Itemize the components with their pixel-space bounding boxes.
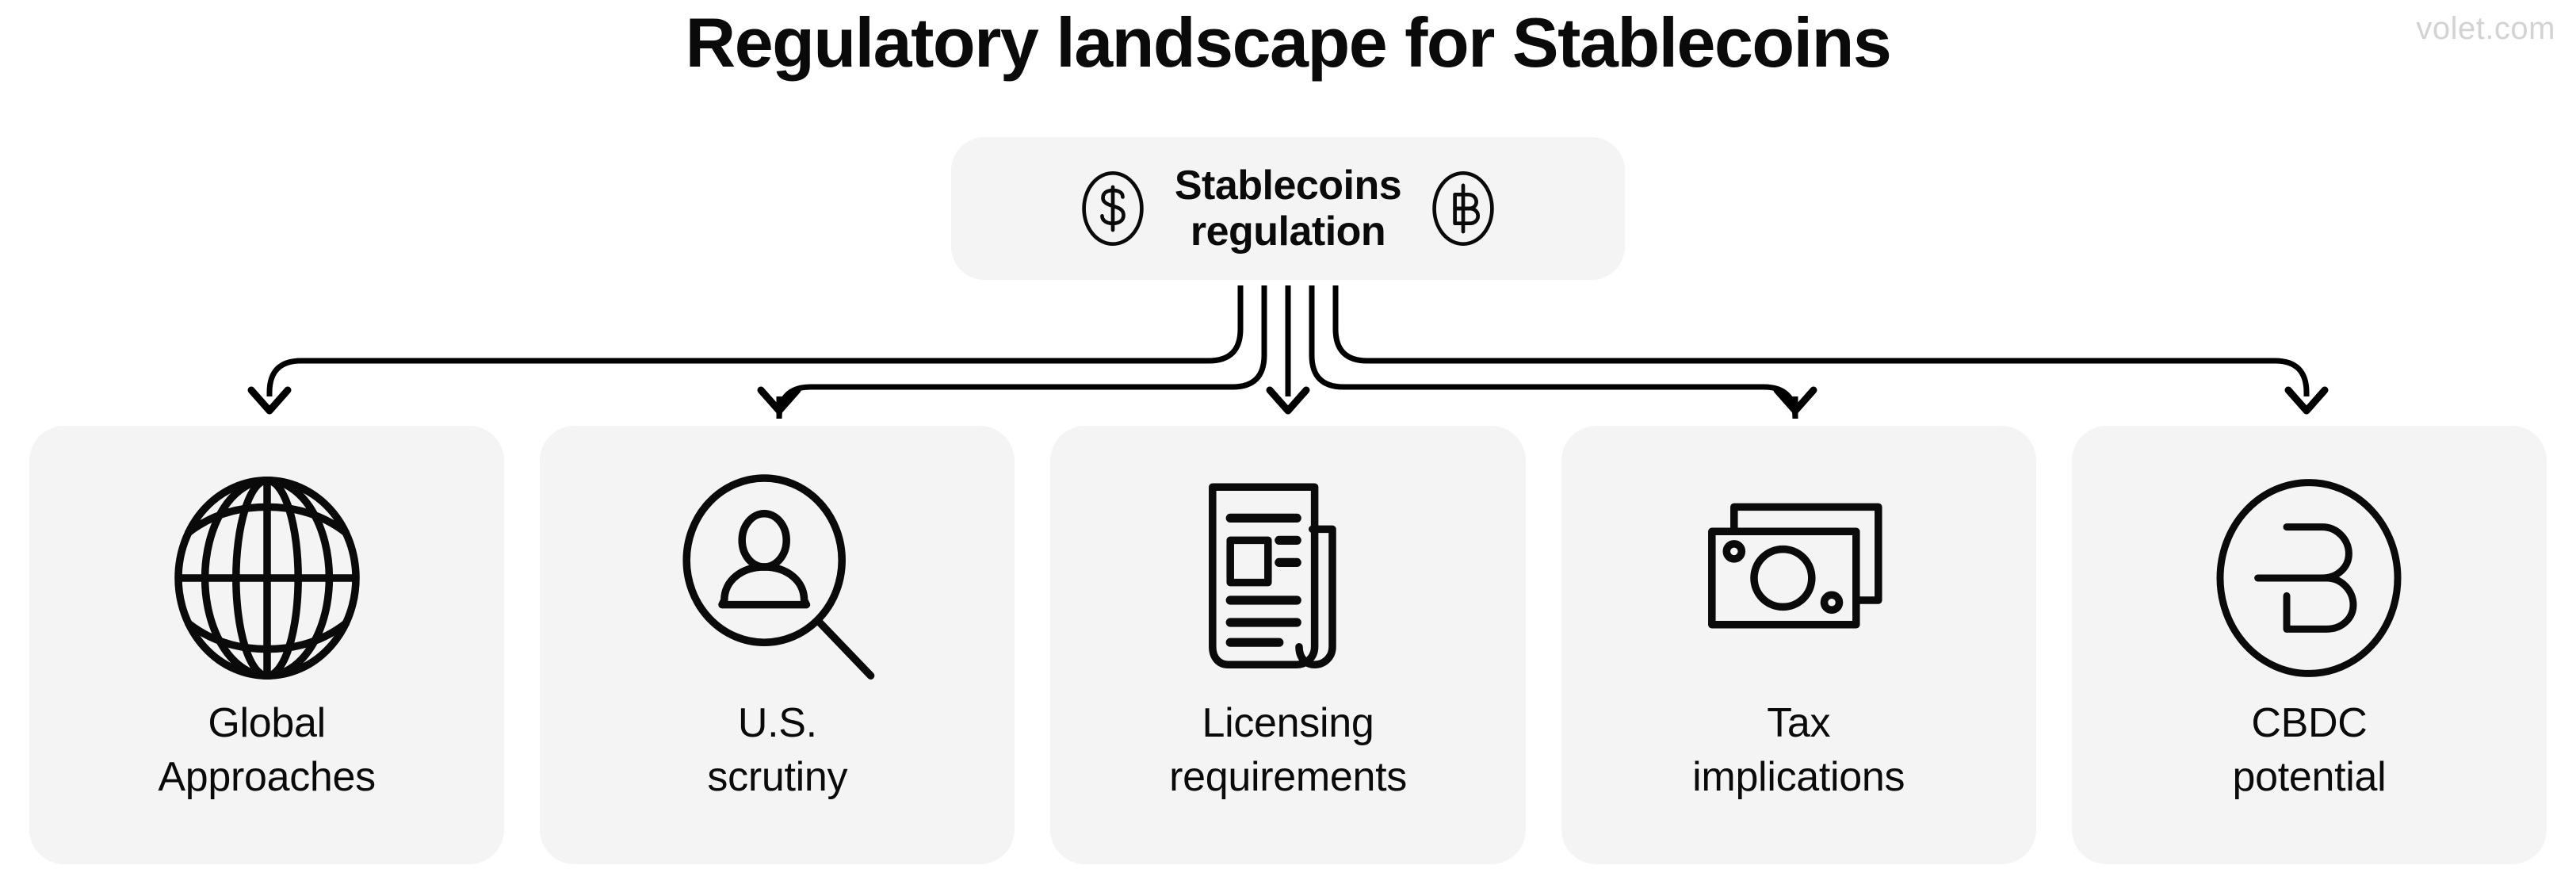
- cbdc-coin-icon: [2216, 479, 2402, 677]
- connector-path-5: [1332, 285, 2310, 396]
- banknotes-icon: [1708, 503, 1882, 629]
- arrowhead-1: [247, 386, 292, 415]
- branch-card-row: Global Approaches U.S. scrutiny: [29, 426, 2547, 864]
- branch-card-cbdc-potential[interactable]: CBDC potential: [2071, 426, 2547, 864]
- branch-card-label: Global Approaches: [158, 700, 376, 800]
- arrowhead-4: [1773, 386, 1817, 415]
- arrowhead-5: [2284, 386, 2329, 415]
- root-node[interactable]: Stablecoins regulation: [951, 137, 1625, 280]
- page-title: Regulatory landscape for Stablecoins: [685, 3, 1892, 82]
- branch-card-us-scrutiny[interactable]: U.S. scrutiny: [540, 426, 1015, 864]
- branch-card-licensing-requirements[interactable]: Licensing requirements: [1050, 426, 1526, 864]
- bitcoin-coin-icon: [1432, 170, 1494, 247]
- magnifier-person-icon: [682, 474, 875, 680]
- branch-card-tax-implications[interactable]: Tax implications: [1561, 426, 2036, 864]
- watermark: volet.com: [2416, 11, 2555, 46]
- document-icon: [1209, 483, 1336, 668]
- dollar-coin-icon: [1082, 170, 1144, 247]
- branch-card-label: Tax implications: [1692, 700, 1905, 800]
- branch-card-label: Licensing requirements: [1169, 700, 1407, 800]
- arrowhead-3: [1266, 386, 1310, 415]
- branch-card-label: CBDC potential: [2232, 700, 2387, 800]
- arrowhead-2: [757, 386, 801, 415]
- branch-card-global-approaches[interactable]: Global Approaches: [29, 426, 505, 864]
- root-node-label: Stablecoins regulation: [1174, 162, 1402, 255]
- connector-path-1: [266, 285, 1244, 396]
- branch-card-label: U.S. scrutiny: [707, 700, 848, 800]
- connector-path-2: [776, 285, 1267, 419]
- globe-icon: [174, 477, 360, 680]
- connector-path-4: [1309, 285, 1798, 419]
